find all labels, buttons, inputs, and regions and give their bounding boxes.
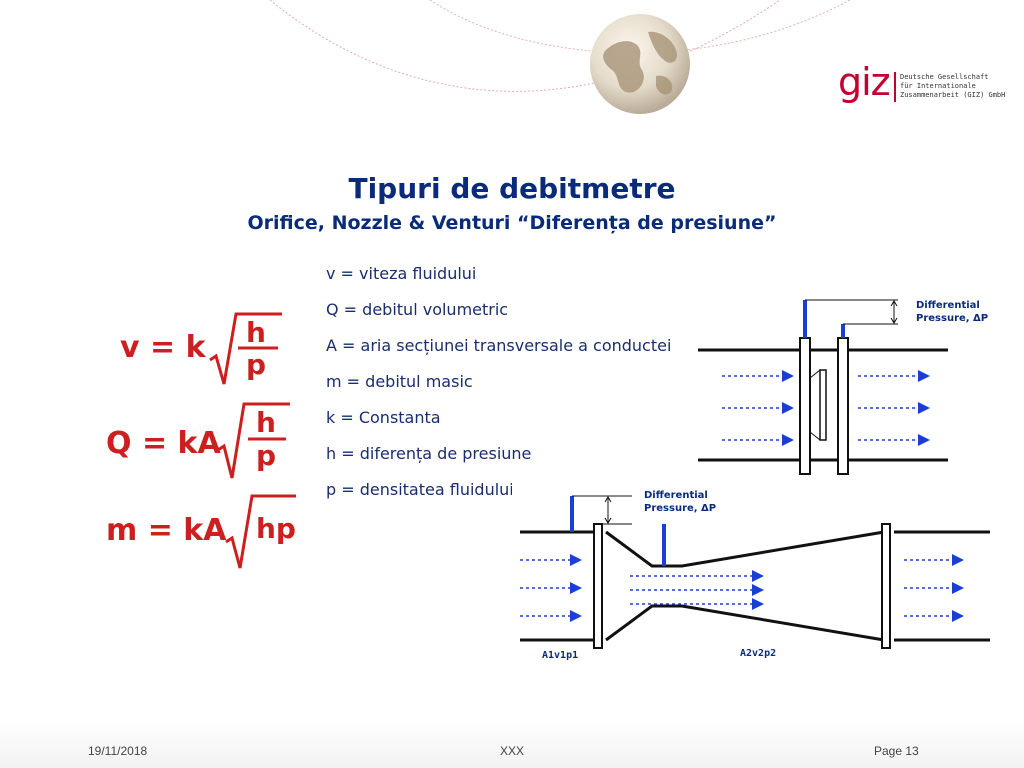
formula-q-num: h	[256, 406, 276, 439]
logo-line-2: für Internationale	[900, 82, 976, 90]
orifice-dp-label-1: Differential	[916, 300, 980, 311]
definition-v: v = viteza fluidului	[326, 264, 477, 283]
formula-v-lhs: v = k	[120, 330, 207, 365]
definitions-list: v = viteza fluidului Q = debitul volumet…	[326, 260, 706, 512]
definition-p: p = densitatea fluidului	[326, 480, 514, 499]
formulas: v = k h p Q = kA h p m = kA hp	[106, 312, 296, 569]
footer-bar	[0, 722, 1024, 768]
venturi-wall-top	[605, 530, 885, 568]
venturi-wall-bottom	[605, 604, 885, 642]
footer-center: XXX	[499, 744, 524, 758]
definition-q: Q = debitul volumetric	[326, 300, 509, 319]
footer-page: Page 13	[874, 744, 919, 758]
definition-m: m = debitul masic	[326, 372, 473, 391]
throat-label: A2v2p2	[740, 648, 776, 659]
flow-arrow	[782, 434, 794, 446]
flange-left	[799, 337, 811, 475]
formula-q-lhs: Q = kA	[106, 426, 221, 461]
flow-arrow	[918, 402, 930, 414]
formula-v-num: h	[246, 316, 266, 349]
flow-arrow	[782, 402, 794, 414]
definition-k: k = Constanta	[326, 408, 441, 427]
logo-line-1: Deutsche Gesellschaft	[900, 73, 989, 81]
flow-arrow	[752, 598, 764, 610]
inlet-flange	[593, 523, 603, 649]
venturi-diagram: Differential Pressure, ΔP A1v1p1 A2v2p2	[512, 478, 1000, 668]
definition-h: h = diferența de presiune	[326, 444, 532, 463]
orifice-plate	[819, 369, 827, 441]
orifice-diagram: Differential Pressure, ΔP	[698, 290, 998, 480]
inlet-label: A1v1p1	[542, 650, 578, 661]
sqrt-sign	[217, 402, 290, 479]
flow-arrow	[752, 570, 764, 582]
flow-arrow	[782, 370, 794, 382]
formula-m-rad: hp	[256, 512, 296, 545]
flow-arrow	[952, 554, 964, 566]
formula-v-den: p	[246, 348, 266, 381]
flow-arrow	[952, 582, 964, 594]
footer-date: 19/11/2018	[88, 744, 148, 758]
definition-a: A = aria secțiunei transversale a conduc…	[326, 336, 672, 355]
giz-mark: giz	[838, 60, 891, 104]
sqrt-sign	[225, 494, 296, 569]
venturi-dp-label-1: Differential	[644, 490, 708, 501]
orifice-dp-label-2: Pressure, ΔP	[916, 313, 988, 324]
flow-arrow	[570, 582, 582, 594]
flow-arrow	[918, 434, 930, 446]
formula-q-den: p	[256, 439, 276, 472]
logo-line-3: Zusammenarbeit (GIZ) GmbH	[900, 91, 1006, 99]
flow-arrow	[918, 370, 930, 382]
slide-subtitle: Orifice, Nozzle & Venturi “Diferența de …	[247, 212, 777, 234]
venturi-dp-label-2: Pressure, ΔP	[644, 503, 716, 514]
logo-divider	[894, 72, 896, 102]
logo-text: Deutsche Gesellschaft für Internationale…	[900, 73, 1005, 100]
sqrt-sign	[209, 312, 282, 385]
flow-arrow	[952, 610, 964, 622]
formula-m-lhs: m = kA	[106, 513, 227, 548]
flow-arrow	[752, 584, 764, 596]
flow-arrow	[570, 554, 582, 566]
flange-right	[837, 337, 849, 475]
flow-arrow	[570, 610, 582, 622]
slide-title: Tipuri de debitmetre	[348, 172, 676, 205]
globe-icon	[590, 14, 690, 114]
outlet-flange	[881, 523, 891, 649]
